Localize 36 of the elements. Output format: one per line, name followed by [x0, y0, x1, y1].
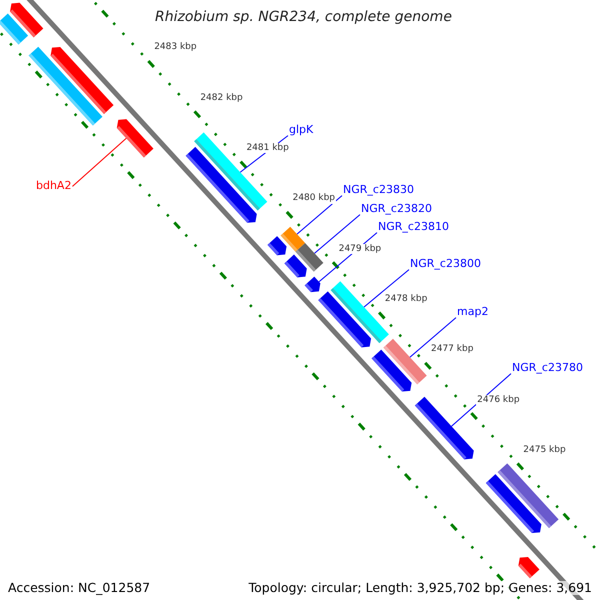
footer-text: Accession: NC_012587 — [8, 581, 150, 596]
gene-label: NGR_c23800 — [410, 258, 481, 271]
gene-block — [50, 46, 114, 114]
scale-label: 2477 kbp — [430, 344, 474, 355]
gene-block — [414, 396, 474, 460]
leader-line — [363, 269, 410, 308]
gene-block — [10, 2, 44, 38]
leader-line — [314, 214, 360, 254]
scale-label: 2482 kbp — [199, 92, 244, 104]
scale-label: 2475 kbp — [522, 444, 567, 456]
gene-block — [372, 350, 412, 392]
gene-label: NGR_c23820 — [361, 203, 432, 216]
gene-block — [284, 254, 307, 278]
gene-bar — [498, 463, 559, 528]
scale-label: 2479 kbp — [338, 244, 382, 254]
leader-line — [409, 317, 456, 358]
gene-block — [116, 119, 154, 158]
scale-label: 2478 kbp — [384, 294, 428, 304]
gene-label: bdhA2 — [36, 180, 72, 193]
gene-block — [304, 276, 320, 292]
scale-label: 2480 kbp — [292, 193, 336, 204]
gene-label: map2 — [457, 306, 488, 319]
gene-label: NGR_c23830 — [343, 184, 414, 197]
gene-block — [318, 291, 372, 348]
leader-line — [72, 138, 127, 187]
gene-block — [518, 556, 540, 578]
gene-label: NGR_c23780 — [512, 362, 583, 375]
title: Rhizobium sp. NGR234, complete genome — [155, 9, 452, 26]
leader-line — [296, 195, 342, 235]
scale-label: 2476 kbp — [476, 394, 521, 405]
scale-label: 2481 kbp — [245, 143, 290, 154]
gene-label: NGR_c23810 — [378, 221, 449, 234]
gene-label: glpK — [289, 124, 314, 137]
footer-text: Topology: circular; Length: 3,925,702 bp; Genes: 3,691 — [248, 581, 592, 596]
gene-block — [268, 236, 287, 256]
scale-label: 2483 kbp — [153, 42, 198, 53]
